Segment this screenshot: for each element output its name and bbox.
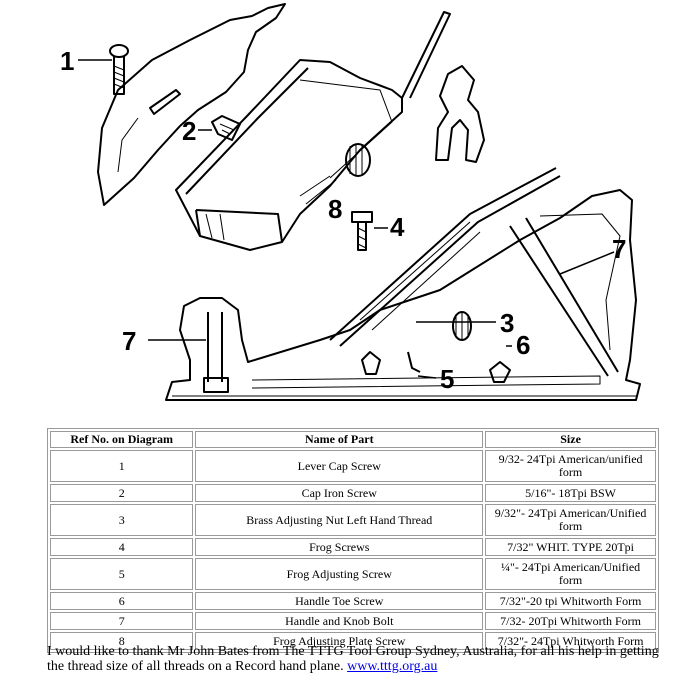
- table-row: 3 Brass Adjusting Nut Left Hand Thread 9…: [50, 504, 656, 536]
- table-header-row: Ref No. on Diagram Name of Part Size: [50, 431, 656, 448]
- cell-ref: 1: [50, 450, 194, 482]
- callout-6: 6: [516, 330, 530, 360]
- leader-lines: [78, 59, 615, 379]
- callout-8: 8: [328, 194, 342, 224]
- callout-7-right: 7: [612, 234, 626, 264]
- cell-name: Frog Screws: [195, 538, 484, 556]
- table-row: 5 Frog Adjusting Screw ¼"- 24Tpi America…: [50, 558, 656, 590]
- parts-table: Ref No. on Diagram Name of Part Size 1 L…: [47, 428, 659, 653]
- callout-3: 3: [500, 308, 514, 338]
- cell-ref: 6: [50, 592, 194, 610]
- header-ref: Ref No. on Diagram: [50, 431, 194, 448]
- cell-size: 5/16"- 18Tpi BSW: [485, 484, 656, 502]
- plane-body-drawing: [165, 167, 641, 401]
- cell-size: 7/32"- 24Tpi Whitworth Form: [485, 632, 656, 650]
- cell-ref: 7: [50, 612, 194, 630]
- cell-name: Brass Adjusting Nut Left Hand Thread: [195, 504, 484, 536]
- cell-size: 9/32"- 24Tpi American/Unified form: [485, 504, 656, 536]
- table-row: 6 Handle Toe Screw 7/32"-20 tpi Whitwort…: [50, 592, 656, 610]
- plane-exploded-diagram: 1 2 8 4 7 3 6 7 5: [60, 3, 641, 401]
- cell-ref: 5: [50, 558, 194, 590]
- cell-size: 7/32"-20 tpi Whitworth Form: [485, 592, 656, 610]
- table-row: 4 Frog Screws 7/32" WHIT. TYPE 20Tpi: [50, 538, 656, 556]
- frog-assembly-drawing: [175, 11, 451, 251]
- cell-size: 9/32- 24Tpi American/unified form: [485, 450, 656, 482]
- table-row: 2 Cap Iron Screw 5/16"- 18Tpi BSW: [50, 484, 656, 502]
- frog-screw-drawing: [351, 211, 373, 251]
- cell-ref: 3: [50, 504, 194, 536]
- callout-1: 1: [60, 46, 74, 76]
- cell-name: Handle Toe Screw: [195, 592, 484, 610]
- cell-size: ¼"- 24Tpi American/Unified form: [485, 558, 656, 590]
- cell-size: 7/32- 20Tpi Whitworth Form: [485, 612, 656, 630]
- table-row: 1 Lever Cap Screw 9/32- 24Tpi American/u…: [50, 450, 656, 482]
- header-size: Size: [485, 431, 656, 448]
- cell-ref: 4: [50, 538, 194, 556]
- tttg-link[interactable]: www.tttg.org.au: [347, 659, 438, 674]
- table-row: 8 Frog Adjusting Plate Screw 7/32"- 24Tp…: [50, 632, 656, 650]
- cell-size: 7/32" WHIT. TYPE 20Tpi: [485, 538, 656, 556]
- cell-name: Cap Iron Screw: [195, 484, 484, 502]
- callout-5: 5: [440, 364, 454, 394]
- acknowledgement-text: I would like to thank Mr John Bates from…: [47, 644, 667, 674]
- callout-7-left: 7: [122, 326, 136, 356]
- lever-cap-drawing: [97, 3, 286, 206]
- lever-cap-screw-drawing: [109, 44, 129, 95]
- cell-name: Frog Adjusting Plate Screw: [195, 632, 484, 650]
- callout-4: 4: [390, 212, 405, 242]
- callout-2: 2: [182, 116, 196, 146]
- cell-name: Frog Adjusting Screw: [195, 558, 484, 590]
- cell-name: Lever Cap Screw: [195, 450, 484, 482]
- handle-toe-part-drawing: [435, 65, 485, 163]
- cell-ref: 2: [50, 484, 194, 502]
- cell-ref: 8: [50, 632, 194, 650]
- cell-name: Handle and Knob Bolt: [195, 612, 484, 630]
- cap-iron-screw-drawing: [211, 115, 241, 141]
- header-name: Name of Part: [195, 431, 484, 448]
- table-row: 7 Handle and Knob Bolt 7/32- 20Tpi Whitw…: [50, 612, 656, 630]
